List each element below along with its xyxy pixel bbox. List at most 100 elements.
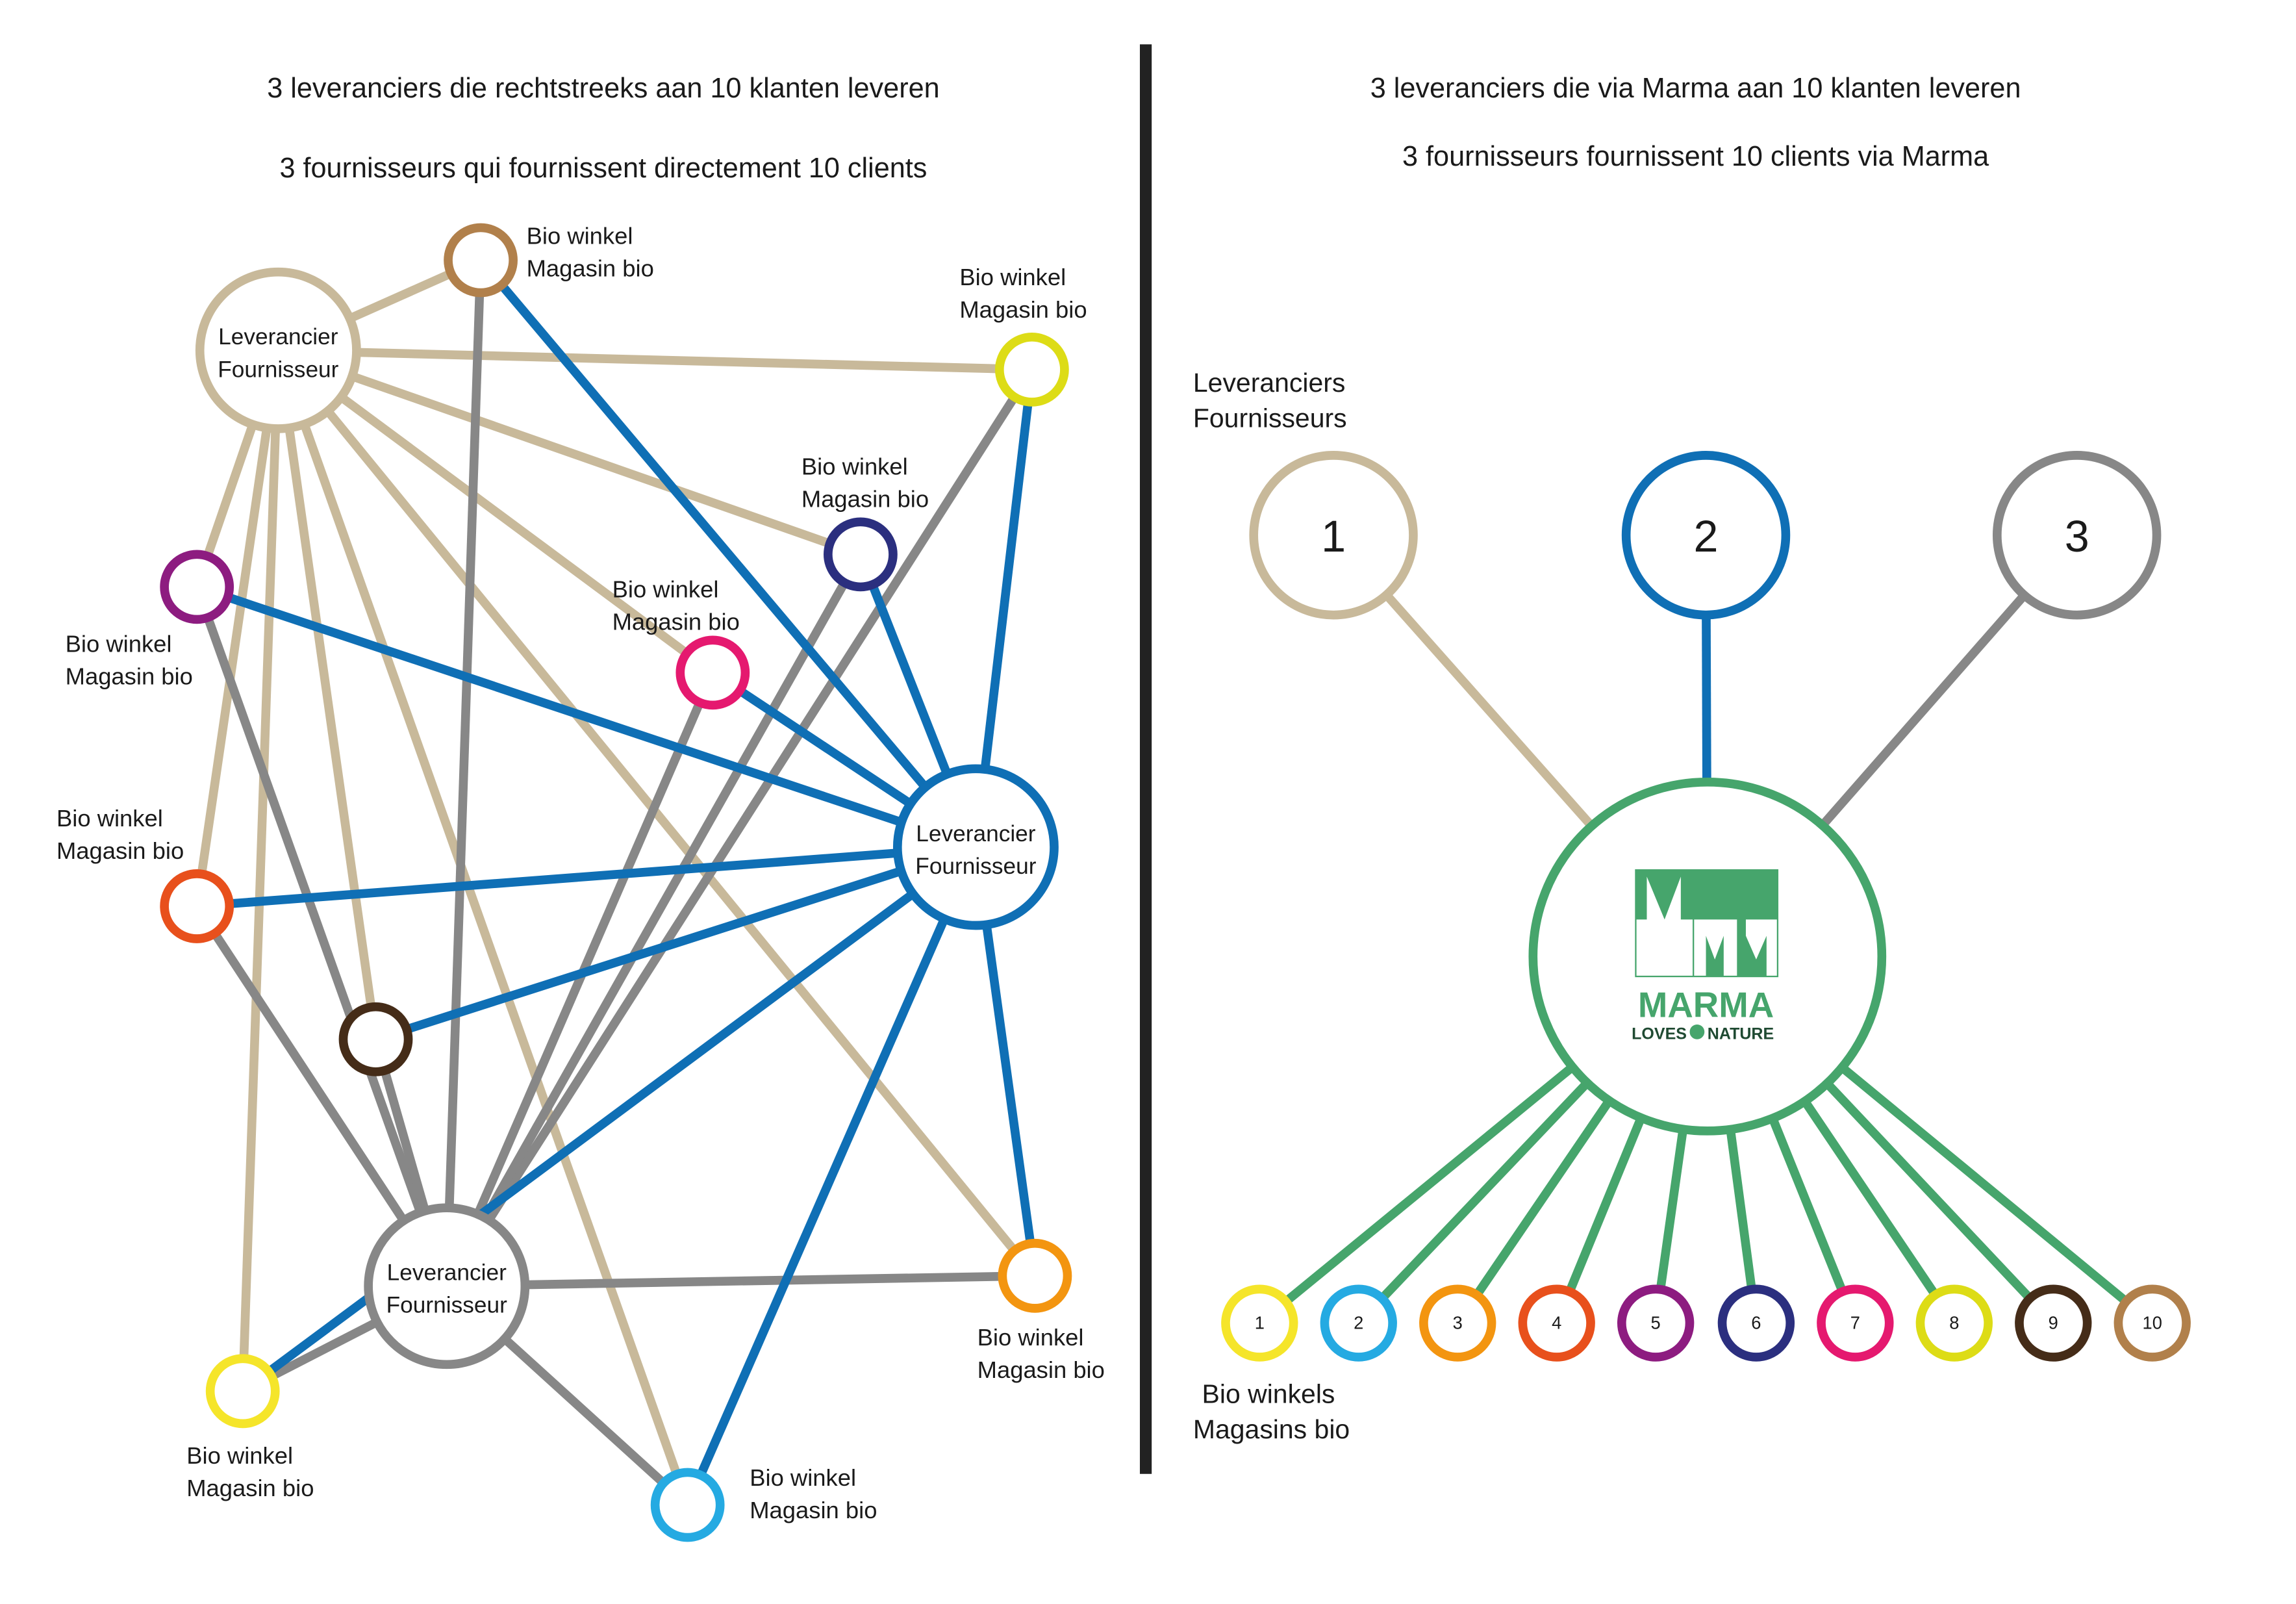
shop-label-fr: Magasin bio	[57, 837, 184, 864]
shop-label-fr: Magasin bio	[959, 296, 1087, 323]
edge-blue-purple	[196, 582, 978, 852]
supplier-circle	[1249, 451, 1418, 620]
edge-tan-dark-brown	[273, 350, 381, 1040]
shops-label-fr: Magasins bio	[1193, 1414, 1350, 1444]
shop-circle	[1518, 1284, 1595, 1362]
edge-tan-yellow	[238, 350, 283, 1392]
marma-logo: MARMA LOVES NATURE	[1632, 869, 1779, 1043]
shops-label-nl: Bio winkels	[1202, 1379, 1335, 1409]
shop-circle	[1419, 1284, 1496, 1362]
edge-gray-magenta	[442, 670, 717, 1288]
shop-circle	[1221, 1284, 1298, 1362]
shop-circle	[2015, 1284, 2092, 1362]
shop-node-5: 5	[1617, 1284, 1695, 1362]
shop-label-nl: Bio winkel	[527, 222, 633, 249]
shop-number: 6	[1751, 1313, 1761, 1333]
right-title-nl: 3 leveranciers die via Marma aan 10 klan…	[1370, 73, 2021, 104]
shop-circle	[824, 517, 898, 592]
left-title-fr: 3 fournisseurs qui fournissent directeme…	[279, 153, 927, 184]
supplier-label-nl: Leverancier	[916, 821, 1036, 847]
supplier-number: 1	[1321, 512, 1346, 561]
shop-number: 7	[1850, 1313, 1860, 1333]
edge-tan-magenta	[275, 346, 716, 676]
edge-tan-navy	[277, 346, 863, 559]
suppliers-label-nl: Leveranciers	[1193, 368, 1345, 398]
shop-circle	[160, 550, 234, 624]
shop-node-10: 10	[2113, 1284, 2191, 1362]
edge-gray-navy	[442, 552, 864, 1289]
shop-circle	[1717, 1284, 1795, 1362]
shop-label-nl: Bio winkel	[978, 1324, 1084, 1351]
edge-blue-light-blue	[683, 845, 980, 1507]
divider	[1139, 44, 1152, 1474]
supplier-label-fr: Fournisseur	[915, 854, 1036, 879]
suppliers-label-fr: Fournisseurs	[1193, 403, 1347, 433]
edge-gray-yellow-green	[442, 367, 1036, 1289]
shop-circle	[2113, 1284, 2191, 1362]
shop-circle	[1915, 1284, 1993, 1362]
edge-tan-orange-red	[192, 350, 283, 907]
shop-label-nl: Bio winkel	[186, 1442, 293, 1469]
shop-node-2: 2	[1320, 1284, 1397, 1362]
supplier-circle	[1621, 451, 1791, 620]
apple-icon	[1689, 1024, 1705, 1039]
shop-circle	[160, 869, 234, 943]
shop-label-fr: Magasin bio	[612, 608, 740, 635]
supplier-label-fr: Fournisseur	[218, 357, 338, 382]
shop-label-nl: Bio winkel	[66, 631, 172, 657]
shop-label-fr: Magasin bio	[66, 663, 193, 690]
shop-node-3: 3	[1419, 1284, 1496, 1362]
shop-circle	[444, 223, 518, 298]
supplier-label-fr: Fournisseur	[386, 1293, 507, 1318]
edge-blue-orange-red	[196, 843, 976, 911]
edge-blue-brown	[477, 257, 979, 850]
shop-label-nl: Bio winkel	[57, 805, 163, 832]
supplier-number: 3	[2065, 512, 2089, 561]
supplier-circle	[195, 267, 361, 433]
supplier-node-2: 2	[1621, 451, 1791, 620]
shop-number: 4	[1552, 1313, 1561, 1333]
shop-circle	[675, 635, 750, 710]
supplier-number: 2	[1694, 512, 1719, 561]
supplier-circle	[364, 1203, 530, 1369]
shop-label-nl: Bio winkel	[959, 264, 1066, 290]
supplier-label-nl: Leverancier	[387, 1260, 507, 1286]
shop-label-fr: Magasin bio	[978, 1356, 1105, 1383]
shop-node-4: 4	[1518, 1284, 1595, 1362]
shop-number: 3	[1453, 1313, 1463, 1333]
shop-label-fr: Magasin bio	[801, 486, 929, 513]
logo-name: MARMA	[1638, 986, 1774, 1025]
supplier-node-1: 1	[1249, 451, 1418, 620]
shop-label-fr: Magasin bio	[750, 1497, 877, 1523]
edge-gray-orange	[446, 1271, 1035, 1291]
shop-number: 1	[1255, 1313, 1265, 1333]
shop-node-7: 7	[1817, 1284, 1894, 1362]
shop-circle	[338, 1002, 413, 1076]
supplier-circle	[892, 764, 1059, 930]
shop-circle	[1817, 1284, 1894, 1362]
shop-node-1: 1	[1221, 1284, 1298, 1362]
shop-number: 8	[1949, 1313, 1959, 1333]
supplier-node-3: 3	[1992, 451, 2162, 620]
shop-number: 2	[1354, 1313, 1363, 1333]
shop-circle	[205, 1354, 280, 1429]
supplier-circle	[1992, 451, 2162, 620]
shop-label-fr: Magasin bio	[186, 1475, 314, 1501]
shop-label-nl: Bio winkel	[750, 1464, 856, 1491]
right-title-fr: 3 fournisseurs fournissent 10 clients vi…	[1402, 141, 1989, 172]
left-nodes: LeverancierFournisseurLeverancierFournis…	[57, 222, 1105, 1542]
left-title-nl: 3 leveranciers die rechtstreeks aan 10 k…	[267, 73, 939, 104]
logo-tagline-left: LOVES	[1632, 1025, 1687, 1043]
shop-number: 5	[1651, 1313, 1661, 1333]
shop-label-nl: Bio winkel	[612, 576, 719, 602]
